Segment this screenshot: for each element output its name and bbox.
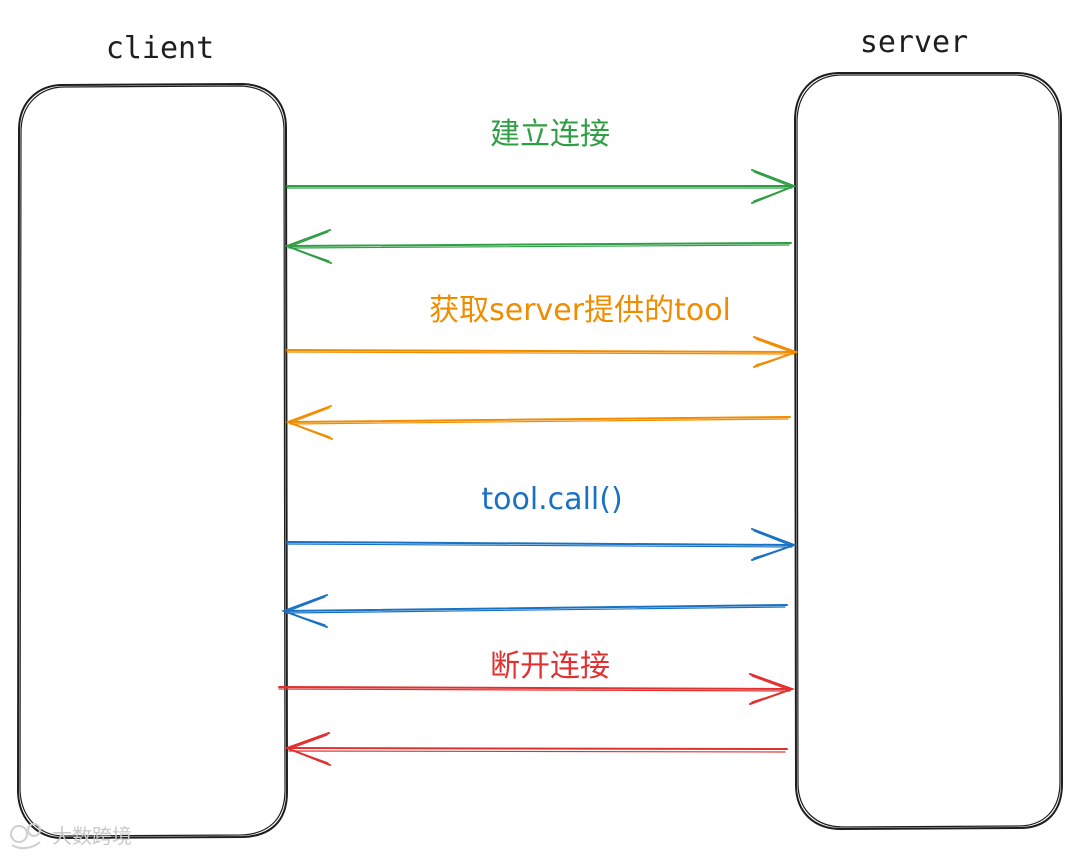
arrow-call-request: [286, 528, 797, 561]
arrow-tools-response: [285, 405, 791, 440]
watermark-text: 大数跨境: [52, 824, 132, 848]
client-lifeline-box: [16, 82, 289, 840]
arrow-call-response: [281, 594, 788, 628]
message-label-tools: 获取server提供的tool: [429, 293, 731, 328]
client-label: client: [106, 31, 214, 66]
watermark: 大数跨境: [10, 823, 132, 850]
server-label: server: [860, 25, 968, 60]
server-lifeline-box-sketch: [796, 74, 1061, 828]
arrow-disconnect-response: [284, 732, 788, 766]
arrow-connect-request: [286, 169, 797, 204]
message-label-disconnect: 断开连接: [490, 649, 610, 684]
arrow-connect-response: [284, 229, 792, 264]
message-label-call: tool.call(): [481, 482, 622, 517]
server-lifeline-box: [793, 72, 1064, 831]
message-label-connect: 建立连接: [490, 117, 610, 152]
arrow-disconnect-request: [278, 673, 795, 705]
client-lifeline-box-sketch: [19, 85, 286, 837]
arrow-tools-request: [286, 336, 799, 368]
watermark-logo-icon: [10, 823, 41, 850]
